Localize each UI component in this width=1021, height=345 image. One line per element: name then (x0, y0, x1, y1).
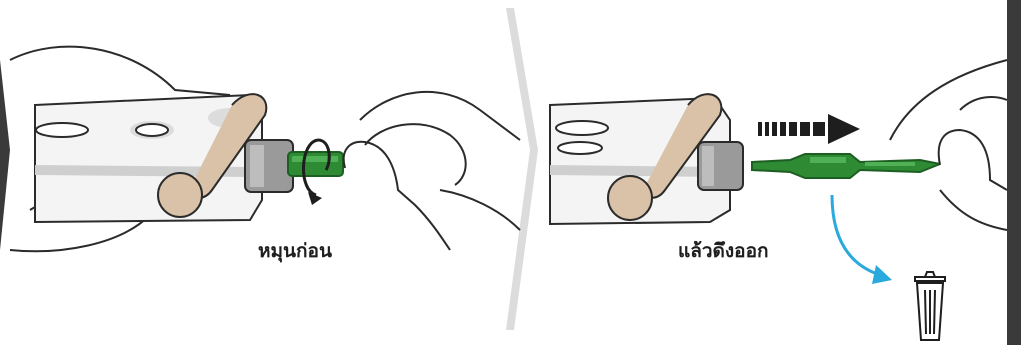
trash-bin-icon (914, 271, 946, 341)
device-slot-1 (555, 120, 609, 136)
rotate-arrow-icon (302, 138, 319, 197)
dashed-arrow-right-icon (758, 114, 860, 144)
step-1-panel: หมุนก่อน (9, 45, 521, 262)
right-hand-outline (937, 128, 1008, 191)
left-hand-outline (9, 45, 231, 96)
right-hand-outline (342, 140, 451, 251)
curved-arrow-icon (830, 194, 881, 277)
needle-cap (751, 153, 944, 179)
right-edge-bar (1007, 0, 1021, 345)
needle-cap (287, 151, 344, 177)
step-1-caption: หมุนก่อน (258, 240, 332, 262)
step-1-drawing (9, 45, 521, 253)
device-slot-1 (35, 122, 89, 138)
previous-step-chevron (0, 60, 10, 250)
clip-button (157, 172, 203, 218)
step-2-panel: แล้วดึงออก (520, 0, 1008, 345)
step-2-drawing (549, 59, 1008, 341)
device-slot-2 (135, 123, 169, 137)
step-2-caption: แล้วดึงออก (678, 240, 769, 262)
clip-button (607, 175, 653, 221)
